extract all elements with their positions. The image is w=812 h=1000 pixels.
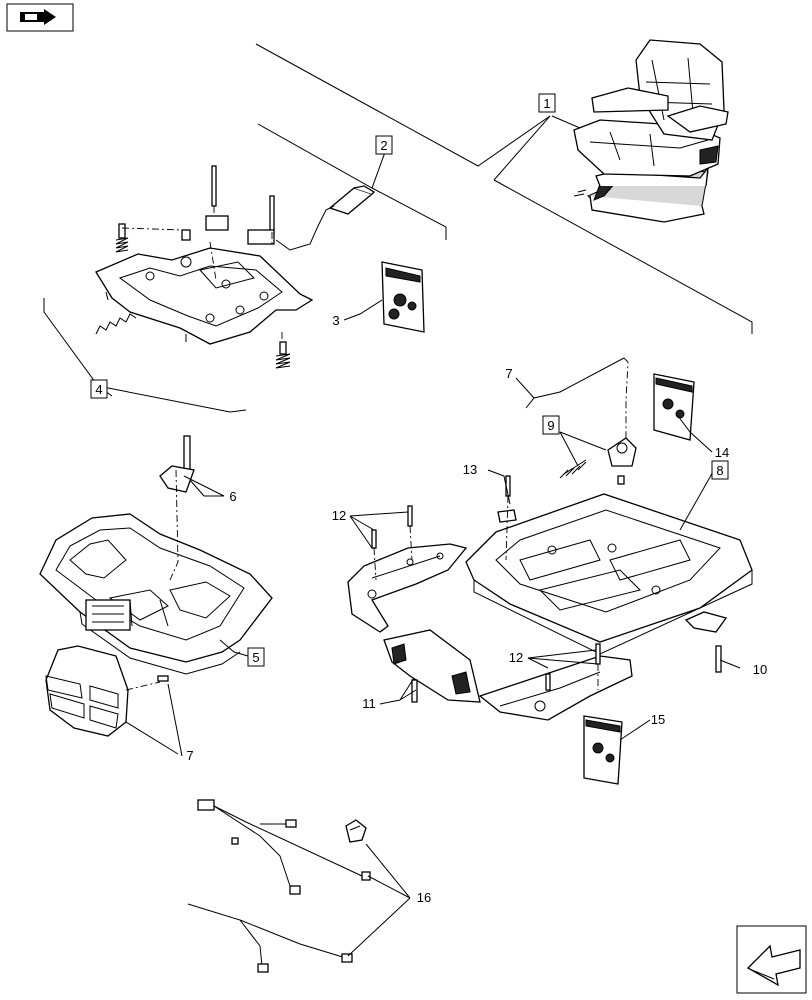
callout-13[interactable]: 13 — [463, 462, 477, 477]
svg-text:8: 8 — [716, 463, 723, 478]
svg-text:15: 15 — [651, 712, 665, 727]
callout-7-seat[interactable]: 7 — [186, 748, 193, 763]
suspension-spring — [95, 313, 137, 335]
svg-text:10: 10 — [753, 662, 767, 677]
complete-seat — [573, 39, 729, 223]
svg-text:9: 9 — [547, 418, 554, 433]
suspension-plate — [95, 247, 314, 345]
callout-7-frame[interactable]: 7 — [505, 366, 512, 381]
svg-text:7: 7 — [505, 366, 512, 381]
callout-5[interactable]: 5 — [247, 647, 265, 667]
svg-text:12: 12 — [509, 650, 523, 665]
callout-12-right[interactable]: 12 — [509, 650, 523, 665]
slide-handle-11 — [383, 629, 481, 703]
callout-10[interactable]: 10 — [753, 662, 767, 677]
seat-rail-right — [478, 655, 633, 721]
svg-text:13: 13 — [463, 462, 477, 477]
svg-text:12: 12 — [332, 508, 346, 523]
svg-text:5: 5 — [252, 650, 259, 665]
svg-text:11: 11 — [362, 696, 376, 711]
cushion-cover-7 — [45, 645, 169, 737]
suspension-bolts — [121, 165, 283, 342]
cushion-bracket-6 — [159, 435, 195, 581]
book-arrow-icon[interactable] — [6, 3, 74, 32]
callout-6[interactable]: 6 — [229, 489, 236, 504]
lever-bracket-9 — [559, 437, 637, 485]
height-control-lever — [275, 185, 376, 251]
callout-14[interactable]: 14 — [715, 445, 729, 460]
svg-text:16: 16 — [417, 890, 431, 905]
svg-text:7: 7 — [186, 748, 193, 763]
callout-3[interactable]: 3 — [332, 313, 339, 328]
callout-16[interactable]: 16 — [417, 890, 431, 905]
callout-15[interactable]: 15 — [651, 712, 665, 727]
svg-text:6: 6 — [229, 489, 236, 504]
callout-1[interactable]: 1 — [538, 93, 556, 113]
callout-9[interactable]: 9 — [542, 415, 560, 435]
callout-11[interactable]: 11 — [362, 696, 376, 711]
callout-2[interactable]: 2 — [375, 135, 393, 155]
callout-leaders — [125, 115, 741, 957]
callout-4[interactable]: 4 — [90, 379, 108, 399]
damper-spring-lower — [275, 341, 291, 369]
seat-cushion-frame — [39, 513, 273, 675]
svg-text:3: 3 — [332, 313, 339, 328]
svg-text:14: 14 — [715, 445, 729, 460]
svg-text:4: 4 — [95, 382, 102, 397]
damper-spring-upper — [115, 223, 129, 253]
seat-rail-left — [347, 543, 468, 633]
svg-text:2: 2 — [380, 138, 387, 153]
bracket-10 — [684, 611, 728, 673]
callout-8[interactable]: 8 — [711, 460, 729, 480]
svg-text:1: 1 — [543, 96, 550, 111]
wiring-harness-16 — [187, 799, 371, 973]
decal-3 — [381, 261, 425, 333]
lever-rod-7 — [525, 357, 629, 448]
group-bracket-lines — [43, 43, 753, 413]
callout-12-left[interactable]: 12 — [332, 508, 346, 523]
decal-15 — [583, 715, 623, 785]
next-page-arrow-icon[interactable] — [736, 925, 807, 994]
